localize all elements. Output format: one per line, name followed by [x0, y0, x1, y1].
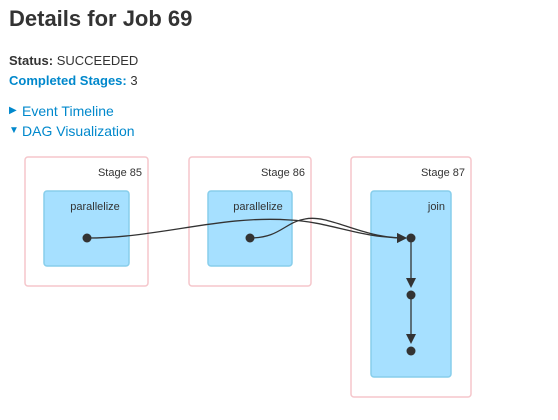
page-title: Details for Job 69 [9, 6, 193, 31]
completed-stages-count: 3 [130, 73, 138, 88]
stage-cluster-86[interactable]: Stage 86 parallelize [188, 156, 312, 287]
dag-edge [249, 217, 407, 243]
stage-cluster-85[interactable]: Stage 85 parallelize [24, 156, 149, 287]
stage-label: Stage 86 [261, 167, 305, 179]
rdd-node[interactable] [245, 233, 255, 243]
dag-visualization-label: DAG Visualization [22, 123, 135, 139]
operation-box[interactable] [207, 190, 293, 267]
arrow-right-icon: ▶ [9, 105, 17, 116]
stage-label: Stage 87 [421, 167, 465, 179]
rdd-node[interactable] [406, 346, 416, 356]
status-label: Status: [9, 53, 54, 68]
operation-label: parallelize [70, 201, 120, 213]
rdd-node[interactable] [406, 290, 416, 300]
status-value: SUCCEEDED [56, 53, 139, 68]
arrow-down-icon: ▼ [9, 125, 19, 136]
rdd-node[interactable] [82, 233, 92, 243]
operation-box[interactable] [43, 190, 130, 267]
completed-stages-link[interactable]: Completed Stages: [9, 73, 127, 88]
rdd-node[interactable] [406, 233, 416, 243]
event-timeline-label: Event Timeline [22, 103, 114, 119]
job-status: Status: SUCCEEDED [9, 53, 138, 68]
operation-label: join [427, 201, 445, 213]
completed-stages: Completed Stages: 3 [9, 73, 138, 88]
operation-label: parallelize [233, 201, 283, 213]
dag-visualization-toggle[interactable]: ▼ DAG Visualization [9, 123, 135, 139]
stage-label: Stage 85 [98, 167, 142, 179]
dag-edge [86, 218, 407, 243]
event-timeline-toggle[interactable]: ▶ Event Timeline [9, 103, 114, 119]
